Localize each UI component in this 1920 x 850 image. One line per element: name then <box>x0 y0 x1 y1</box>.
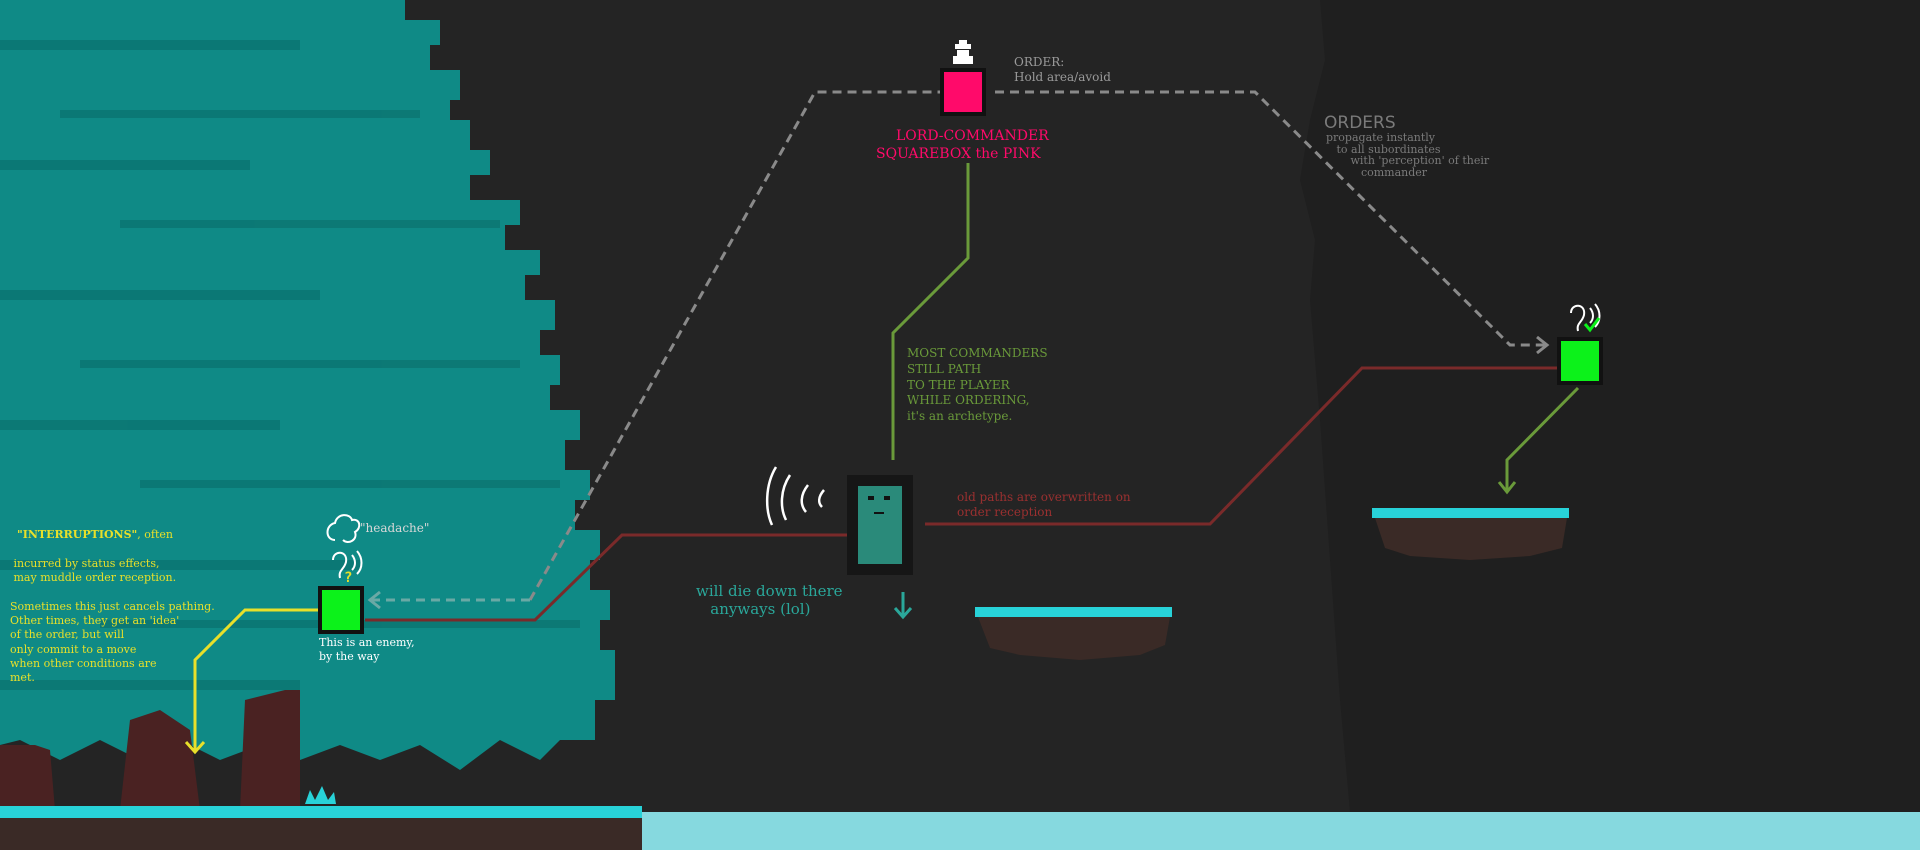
interruptions-line1: , often <box>137 528 173 542</box>
teal-forest <box>0 0 615 770</box>
enemy-caption: This is an enemy, by the way <box>319 636 415 663</box>
interruption-path <box>193 608 318 750</box>
enemy-left-unit <box>318 586 364 634</box>
interruptions-body: incurred by status effects, may muddle o… <box>10 556 215 685</box>
orders-body: propagate instantly to all subordinates … <box>1326 131 1490 179</box>
enemy-right-unit <box>1557 337 1603 385</box>
ground-soil <box>0 818 642 850</box>
ground-surface <box>0 806 642 818</box>
grass-tuft <box>305 786 336 804</box>
tree-trunks <box>0 690 300 810</box>
ear-icon-right <box>1570 303 1601 332</box>
headache-label: "headache" <box>360 521 430 535</box>
order-arrow-right <box>1536 335 1550 355</box>
checkmark-icon <box>1583 317 1601 333</box>
old-path-note: old paths are overwritten on order recep… <box>957 490 1131 519</box>
yellow-arrow-down <box>184 740 206 755</box>
order-value: Hold area/avoid <box>1014 70 1111 84</box>
interruptions-note: "INTERRUPTIONS", often incurred by statu… <box>10 514 215 700</box>
commander-name-line1: LORD-COMMANDER <box>896 128 1049 144</box>
orders-title: ORDERS <box>1324 113 1396 133</box>
commander-link <box>891 163 1580 490</box>
order-arrow-left <box>367 590 381 610</box>
floating-platform-center <box>975 607 1172 660</box>
green-arrow-down <box>1497 481 1517 495</box>
archetype-note: MOST COMMANDERS STILL PATH TO THE PLAYER… <box>907 346 1048 424</box>
fade-note: will die down there anyways (lol) <box>696 582 843 618</box>
order-label: ORDER: <box>1014 55 1065 69</box>
center-enemy <box>847 475 913 575</box>
order-path <box>528 90 1545 601</box>
ear-icon-left <box>332 550 363 579</box>
water-surface <box>642 812 1920 850</box>
background-cliff <box>1300 0 1920 812</box>
floating-platform-right <box>1372 508 1569 560</box>
question-mark-icon: ? <box>344 570 352 586</box>
commander-hat-icon <box>953 40 973 64</box>
fade-arrow <box>893 592 913 620</box>
commander-name-line2: SQUAREBOX the PINK <box>876 146 1041 162</box>
sound-waves-icon <box>766 466 825 526</box>
interruptions-keyword: "INTERRUPTIONS" <box>17 528 138 542</box>
lord-commander-unit <box>940 68 986 116</box>
old-path <box>365 366 1560 622</box>
headache-cloud-icon <box>326 514 361 543</box>
